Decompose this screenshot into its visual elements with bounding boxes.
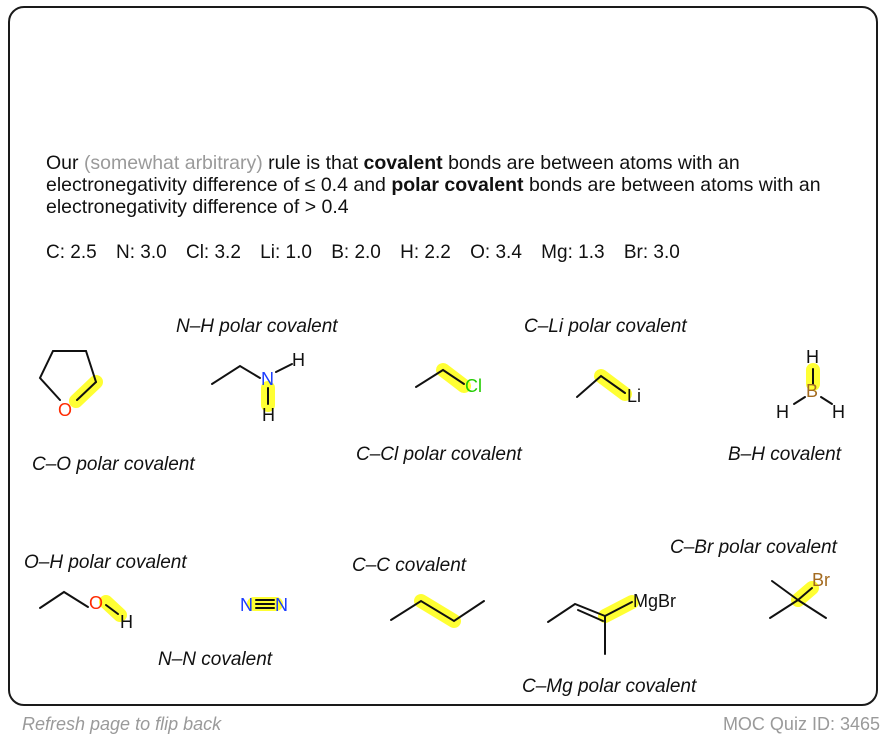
thf-ring-bonds [38, 350, 97, 401]
en-lithium: Li: 1.0 [260, 242, 312, 263]
ethylamine-chain [211, 364, 261, 385]
refresh-hint: Refresh page to flip back [22, 714, 222, 734]
rule-arbitrary: (somewhat arbitrary) [83, 152, 263, 174]
en-nitrogen: N: 3.0 [115, 242, 167, 263]
rule-polar-covalent: polar covalent [391, 174, 524, 196]
atom-h-amine-bottom: H [262, 405, 275, 425]
label-b-h: B–H covalent [728, 444, 842, 465]
atom-o-thf: O [58, 400, 72, 420]
atom-h-amine-top: H [292, 350, 305, 370]
rule-part-2: rule is that [262, 152, 364, 174]
atom-labels: O N H H Cl Li H B H H O H N N MgBr Br [58, 347, 845, 632]
label-c-o: C–O polar covalent [32, 454, 195, 475]
atom-li: Li [627, 386, 641, 406]
quiz-id: MOC Quiz ID: 3465 [722, 714, 880, 734]
label-n-h: N–H polar covalent [176, 316, 338, 337]
atom-h-boron-top: H [806, 347, 819, 367]
atom-h-boron-right: H [832, 402, 845, 422]
atom-br: Br [812, 570, 830, 590]
atom-o-ethanol: O [89, 593, 103, 613]
grignard-double-bond-2 [577, 609, 604, 622]
atom-h-boron-left: H [776, 402, 789, 422]
ethanol-o-h-bond [105, 604, 119, 615]
quiz-card[interactable] [8, 6, 878, 706]
ethanol-chain [39, 590, 89, 609]
thf-c-o-bond [76, 381, 97, 401]
en-oxygen: O: 3.4 [470, 242, 522, 263]
atom-n-left: N [240, 595, 253, 615]
atom-n-right: N [275, 595, 288, 615]
electronegativity-list: C: 2.5 N: 3.0 Cl: 3.2 Li: 1.0 B: 2.0 H: … [46, 242, 694, 264]
label-c-br: C–Br polar covalent [670, 537, 837, 558]
rule-covalent: covalent [363, 152, 443, 174]
atom-mgbr: MgBr [633, 591, 676, 611]
atom-b: B [806, 381, 818, 401]
bh3-bond-left [793, 396, 806, 405]
atom-n-amine: N [261, 369, 274, 389]
rule-part-4: bonds are between atoms with an electron… [46, 174, 821, 218]
grignard-c-mg-bond [604, 601, 633, 617]
en-bromine: Br: 3.0 [623, 242, 680, 263]
label-c-c: C–C covalent [352, 555, 467, 576]
label-c-mg: C–Mg polar covalent [522, 676, 697, 697]
label-c-li: C–Li polar covalent [524, 316, 687, 337]
tbubr-c-br-bond [797, 587, 813, 601]
en-hydrogen: H: 2.2 [400, 242, 451, 263]
rule-part-3: bonds are between atoms with an electron… [46, 152, 740, 196]
butane-chain [390, 599, 485, 623]
en-chlorine: Cl: 3.2 [185, 242, 241, 263]
en-magnesium: Mg: 1.3 [541, 242, 605, 263]
atom-cl: Cl [465, 376, 482, 396]
en-boron: B: 2.0 [331, 242, 381, 263]
bh3-bond-right [820, 396, 833, 405]
en-carbon: C: 2.5 [46, 242, 97, 263]
rule-part-1: Our [46, 152, 84, 174]
rule-text: Our (somewhat arbitrary) rule is that co… [46, 152, 866, 218]
chloroethane-chain [415, 368, 465, 388]
tbubr-bond-3 [797, 599, 827, 619]
grignard-chain [547, 602, 606, 623]
ethyllithium-chain [576, 374, 626, 398]
label-n-n: N–N covalent [158, 649, 273, 670]
ethylamine-n-h-top [275, 363, 293, 373]
tbubr-bond-2 [769, 599, 799, 619]
tbubr-bond-1 [771, 580, 799, 601]
label-c-cl: C–Cl polar covalent [356, 444, 522, 465]
atom-h-ethanol: H [120, 612, 133, 632]
label-o-h: O–H polar covalent [24, 552, 187, 573]
